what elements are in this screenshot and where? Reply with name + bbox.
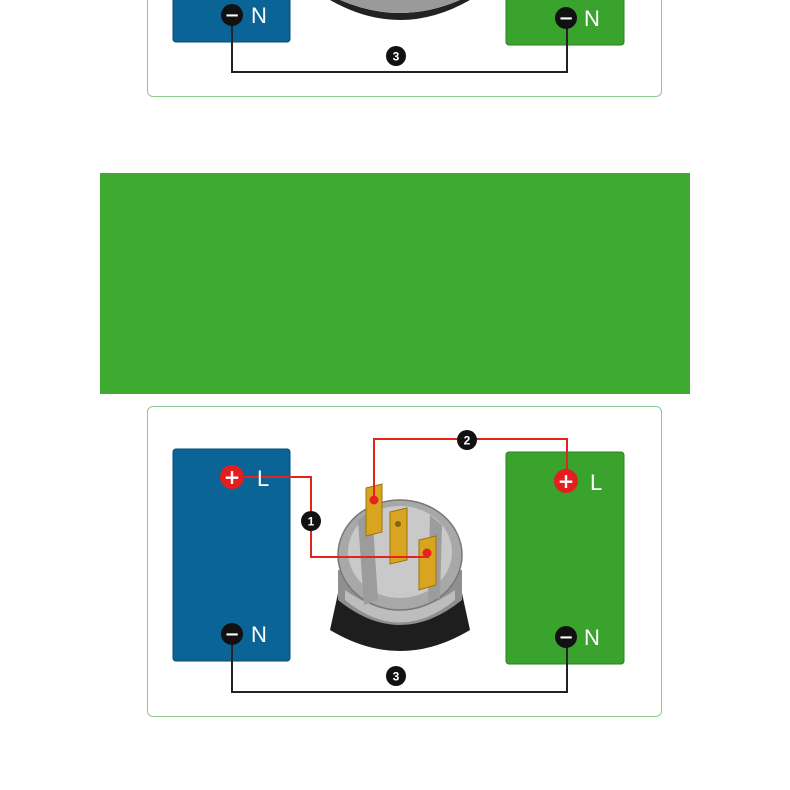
bottom-left-plus-terminal: + [220, 465, 244, 489]
bottom-left-minus-terminal: − [221, 623, 243, 645]
wire-3-neutral [231, 634, 568, 693]
top-left-minus-terminal: − [221, 4, 243, 26]
plus-terminal-icon [554, 469, 578, 493]
wire-badge-3: 3 [386, 666, 406, 686]
top-wiring-diagram: − N − N 3 [172, 0, 625, 73]
bottom-left-n-label: N [251, 622, 267, 647]
minus-terminal-icon [555, 626, 577, 648]
minus-symbol: − [558, 8, 573, 29]
minus-symbol: − [224, 624, 239, 645]
svg-text:3: 3 [393, 670, 400, 684]
push-button-switch-icon [330, 483, 470, 651]
bottom-right-l-label: L [590, 470, 602, 495]
plus-symbol: + [558, 469, 575, 493]
svg-text:3: 3 [393, 50, 400, 64]
top-neutral-wire [231, 16, 568, 73]
wire-badge-2: 2 [457, 430, 477, 450]
top-switch-icon [330, 0, 470, 20]
pin-1-contact [422, 548, 432, 558]
top-right-minus-terminal: − [555, 7, 577, 29]
bottom-left-l-label: L [257, 466, 269, 491]
minus-terminal-icon [555, 7, 577, 29]
plus-terminal-icon [220, 465, 244, 489]
top-right-n-label: N [584, 6, 600, 31]
minus-symbol: − [558, 627, 573, 648]
bottom-right-n-label: N [584, 625, 600, 650]
svg-text:2: 2 [464, 434, 471, 448]
bottom-right-plus-terminal: + [554, 469, 578, 493]
bottom-right-minus-terminal: − [555, 626, 577, 648]
top-wire-badge: 3 [386, 46, 406, 66]
bottom-right-green-block [505, 451, 625, 665]
minus-terminal-icon [221, 4, 243, 26]
pin-2-contact [369, 495, 379, 505]
minus-terminal-icon [221, 623, 243, 645]
green-banner [100, 173, 690, 394]
svg-text:1: 1 [308, 515, 315, 529]
minus-symbol: − [224, 5, 239, 26]
plus-symbol: + [224, 465, 241, 489]
top-left-n-label: N [251, 3, 267, 28]
wire-badge-1: 1 [301, 511, 321, 531]
